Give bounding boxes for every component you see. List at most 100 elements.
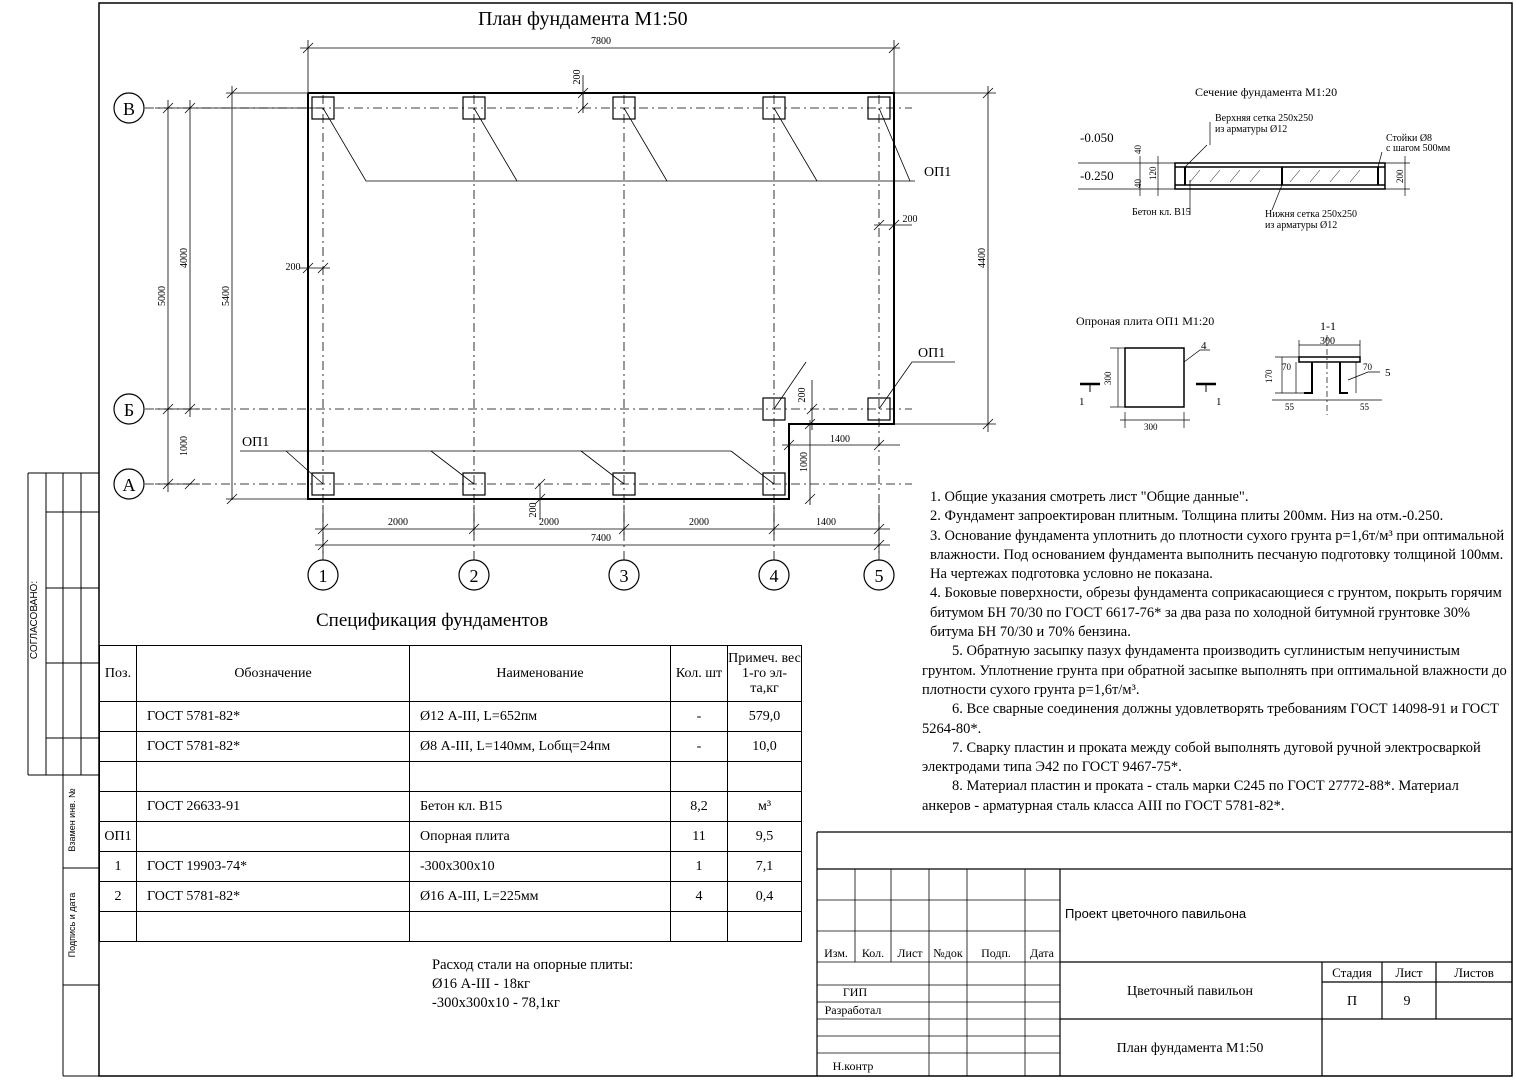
spec-cell-name: Бетон кл. В15	[409, 791, 671, 822]
dim-notch-1400: 1400	[830, 434, 850, 445]
note-7: 7. Сварку пластин и проката между собой …	[922, 739, 1481, 776]
stamp-col-izm: Изм.	[824, 946, 848, 960]
dim-7800: 7800	[591, 36, 611, 47]
section-top-mesh-1: Верхняя сетка 250х250	[1215, 113, 1313, 124]
label-op1-right: ОП1	[918, 346, 945, 361]
spec-cell-pos: 2	[99, 881, 137, 912]
spec-header-pos: Поз.	[99, 645, 137, 702]
spec-title: Спецификация фундаментов	[316, 610, 549, 631]
axis-2: 2	[470, 566, 479, 586]
stamp-sheet-label: Лист	[1395, 965, 1423, 980]
plates	[311, 96, 891, 496]
section-dim-40a: 40	[1133, 145, 1143, 155]
table-row: ГОСТ 26633-91 Бетон кл. В15 8,2 м³	[99, 791, 802, 822]
side-sign: Подпись и дата	[67, 893, 77, 958]
spec-cell-qty: 8,2	[670, 791, 728, 822]
table-row: ГОСТ 5781-82* Ø8 А-III, L=140мм, Lобщ=24…	[99, 731, 802, 762]
spec-cell-pos	[99, 911, 137, 942]
level-top: -0.050	[1080, 130, 1114, 145]
label-op1-top: ОП1	[924, 165, 951, 180]
stamp-role-gip: ГИП	[843, 985, 868, 999]
plate-drawing	[1080, 347, 1216, 428]
stamp-stage: П	[1347, 994, 1357, 1009]
level-bottom: -0.250	[1080, 168, 1114, 183]
spec-header-name: Наименование	[409, 645, 671, 702]
spec-cell-note: 10,0	[727, 731, 802, 762]
spec-header-qty: Кол. шт	[670, 645, 728, 702]
spec-cell-pos	[99, 731, 137, 762]
stamp-sheets-label: Листов	[1454, 965, 1494, 980]
section-posts-1: Стойки Ø8	[1386, 133, 1432, 144]
stamp-stage-label: Стадия	[1332, 965, 1372, 980]
table-row: ГОСТ 5781-82* Ø12 А-III, L=652пм - 579,0	[99, 701, 802, 732]
note-8: 8. Материал пластин и проката - сталь ма…	[922, 778, 1459, 814]
table-row	[99, 911, 802, 942]
plate-dim-side: 300	[1103, 371, 1113, 385]
plate-texts: Опроная плита ОП1 М1:20 300 300 4 1 1	[1076, 314, 1222, 432]
spec-cell-name: Опорная плита	[409, 821, 671, 852]
spec-cell-note: 7,1	[727, 851, 802, 882]
plan-title: План фундамента М1:50	[478, 8, 688, 30]
dim-right-200: 200	[903, 214, 918, 225]
note-2: 2. Фундамент запроектирован плитным. Тол…	[930, 508, 1444, 525]
section-texts: Сечение фундамента М1:20 Верхняя сетка 2…	[1080, 85, 1451, 231]
stamp-col-sign: Подп.	[981, 946, 1011, 960]
section-bottom-mesh-1: Нижня сетка 250х250	[1265, 209, 1357, 220]
plate-callout-4: 4	[1201, 340, 1207, 352]
spec-cell-note	[727, 911, 802, 942]
spec-cell-pos: 1	[99, 851, 137, 882]
spec-cell-name	[409, 761, 671, 792]
label-op1-left: ОП1	[242, 435, 269, 450]
axis-v: В	[123, 99, 135, 119]
dim-4400: 4400	[977, 248, 988, 268]
leaders	[240, 107, 955, 485]
note-5: 5. Обратную засыпку пазух фундамента про…	[922, 643, 1507, 698]
dimension-texts: 7800 200 2000 2000 2000 1400 7400 200 50…	[157, 36, 988, 544]
spec-cell-designation: ГОСТ 5781-82*	[136, 701, 410, 732]
slab-outline	[307, 92, 895, 500]
spec-cell-qty	[670, 911, 728, 942]
spec-header-row: Поз. Обозначение Наименование Кол. шт Пр…	[99, 645, 802, 702]
section-dim-40b: 40	[1133, 179, 1143, 189]
spec-cell-note: 579,0	[727, 701, 802, 732]
section-bottom-mesh-2: из арматуры Ø12	[1265, 220, 1337, 231]
section-top-mesh-2: из арматуры Ø12	[1215, 124, 1287, 135]
spec-cell-note: м³	[727, 791, 802, 822]
dim-bottom-200: 200	[528, 503, 539, 518]
stamp-object: Цветочный павильон	[1127, 984, 1254, 999]
spec-cell-qty: -	[670, 731, 728, 762]
axis-b: Б	[124, 400, 134, 420]
plate-sec-dim-70a: 70	[1282, 362, 1292, 372]
spec-cell-designation: ГОСТ 5781-82*	[136, 881, 410, 912]
spec-cell-qty	[670, 761, 728, 792]
dim-2000-b: 2000	[539, 517, 559, 528]
spec-cell-designation: ГОСТ 5781-82*	[136, 731, 410, 762]
plate-section-texts: 1-1 300 170 70 70 55 55 5	[1264, 319, 1391, 412]
plate-sec-dim-55a: 55	[1285, 402, 1295, 412]
section-posts-2: с шагом 500мм	[1386, 143, 1451, 154]
axis-1: 1	[319, 566, 328, 586]
spec-cell-name: -300х300х10	[409, 851, 671, 882]
spec-cell-qty: 11	[670, 821, 728, 852]
side-agreed: СОГЛАСОВАНО:	[29, 581, 40, 659]
spec-header-note: Примеч. вес 1-го эл-та,кг	[727, 645, 802, 702]
spec-cell-designation	[136, 761, 410, 792]
title-block	[816, 831, 1512, 1076]
stamp-sheet-title: План фундамента М1:50	[1117, 1041, 1264, 1056]
steel-consumption: Расход стали на опорные плиты: Ø16 А-III…	[432, 956, 633, 1013]
spec-table: Поз. Обозначение Наименование Кол. шт Пр…	[99, 645, 802, 942]
plate-sec-callout-5: 5	[1385, 367, 1391, 379]
dimension-lines	[155, 40, 996, 553]
dim-7400: 7400	[591, 533, 611, 544]
plate-cut-right: 1	[1216, 396, 1222, 408]
side-stamp	[27, 472, 99, 1077]
dim-4000: 4000	[179, 248, 190, 268]
stamp-col-kol: Кол.	[862, 946, 884, 960]
dim-1000: 1000	[179, 436, 190, 456]
spec-cell-pos: ОП1	[99, 821, 137, 852]
spec-cell-note	[727, 761, 802, 792]
dim-notch-200: 200	[797, 388, 808, 403]
section-dim-120: 120	[1148, 166, 1158, 180]
spec-cell-qty: 1	[670, 851, 728, 882]
